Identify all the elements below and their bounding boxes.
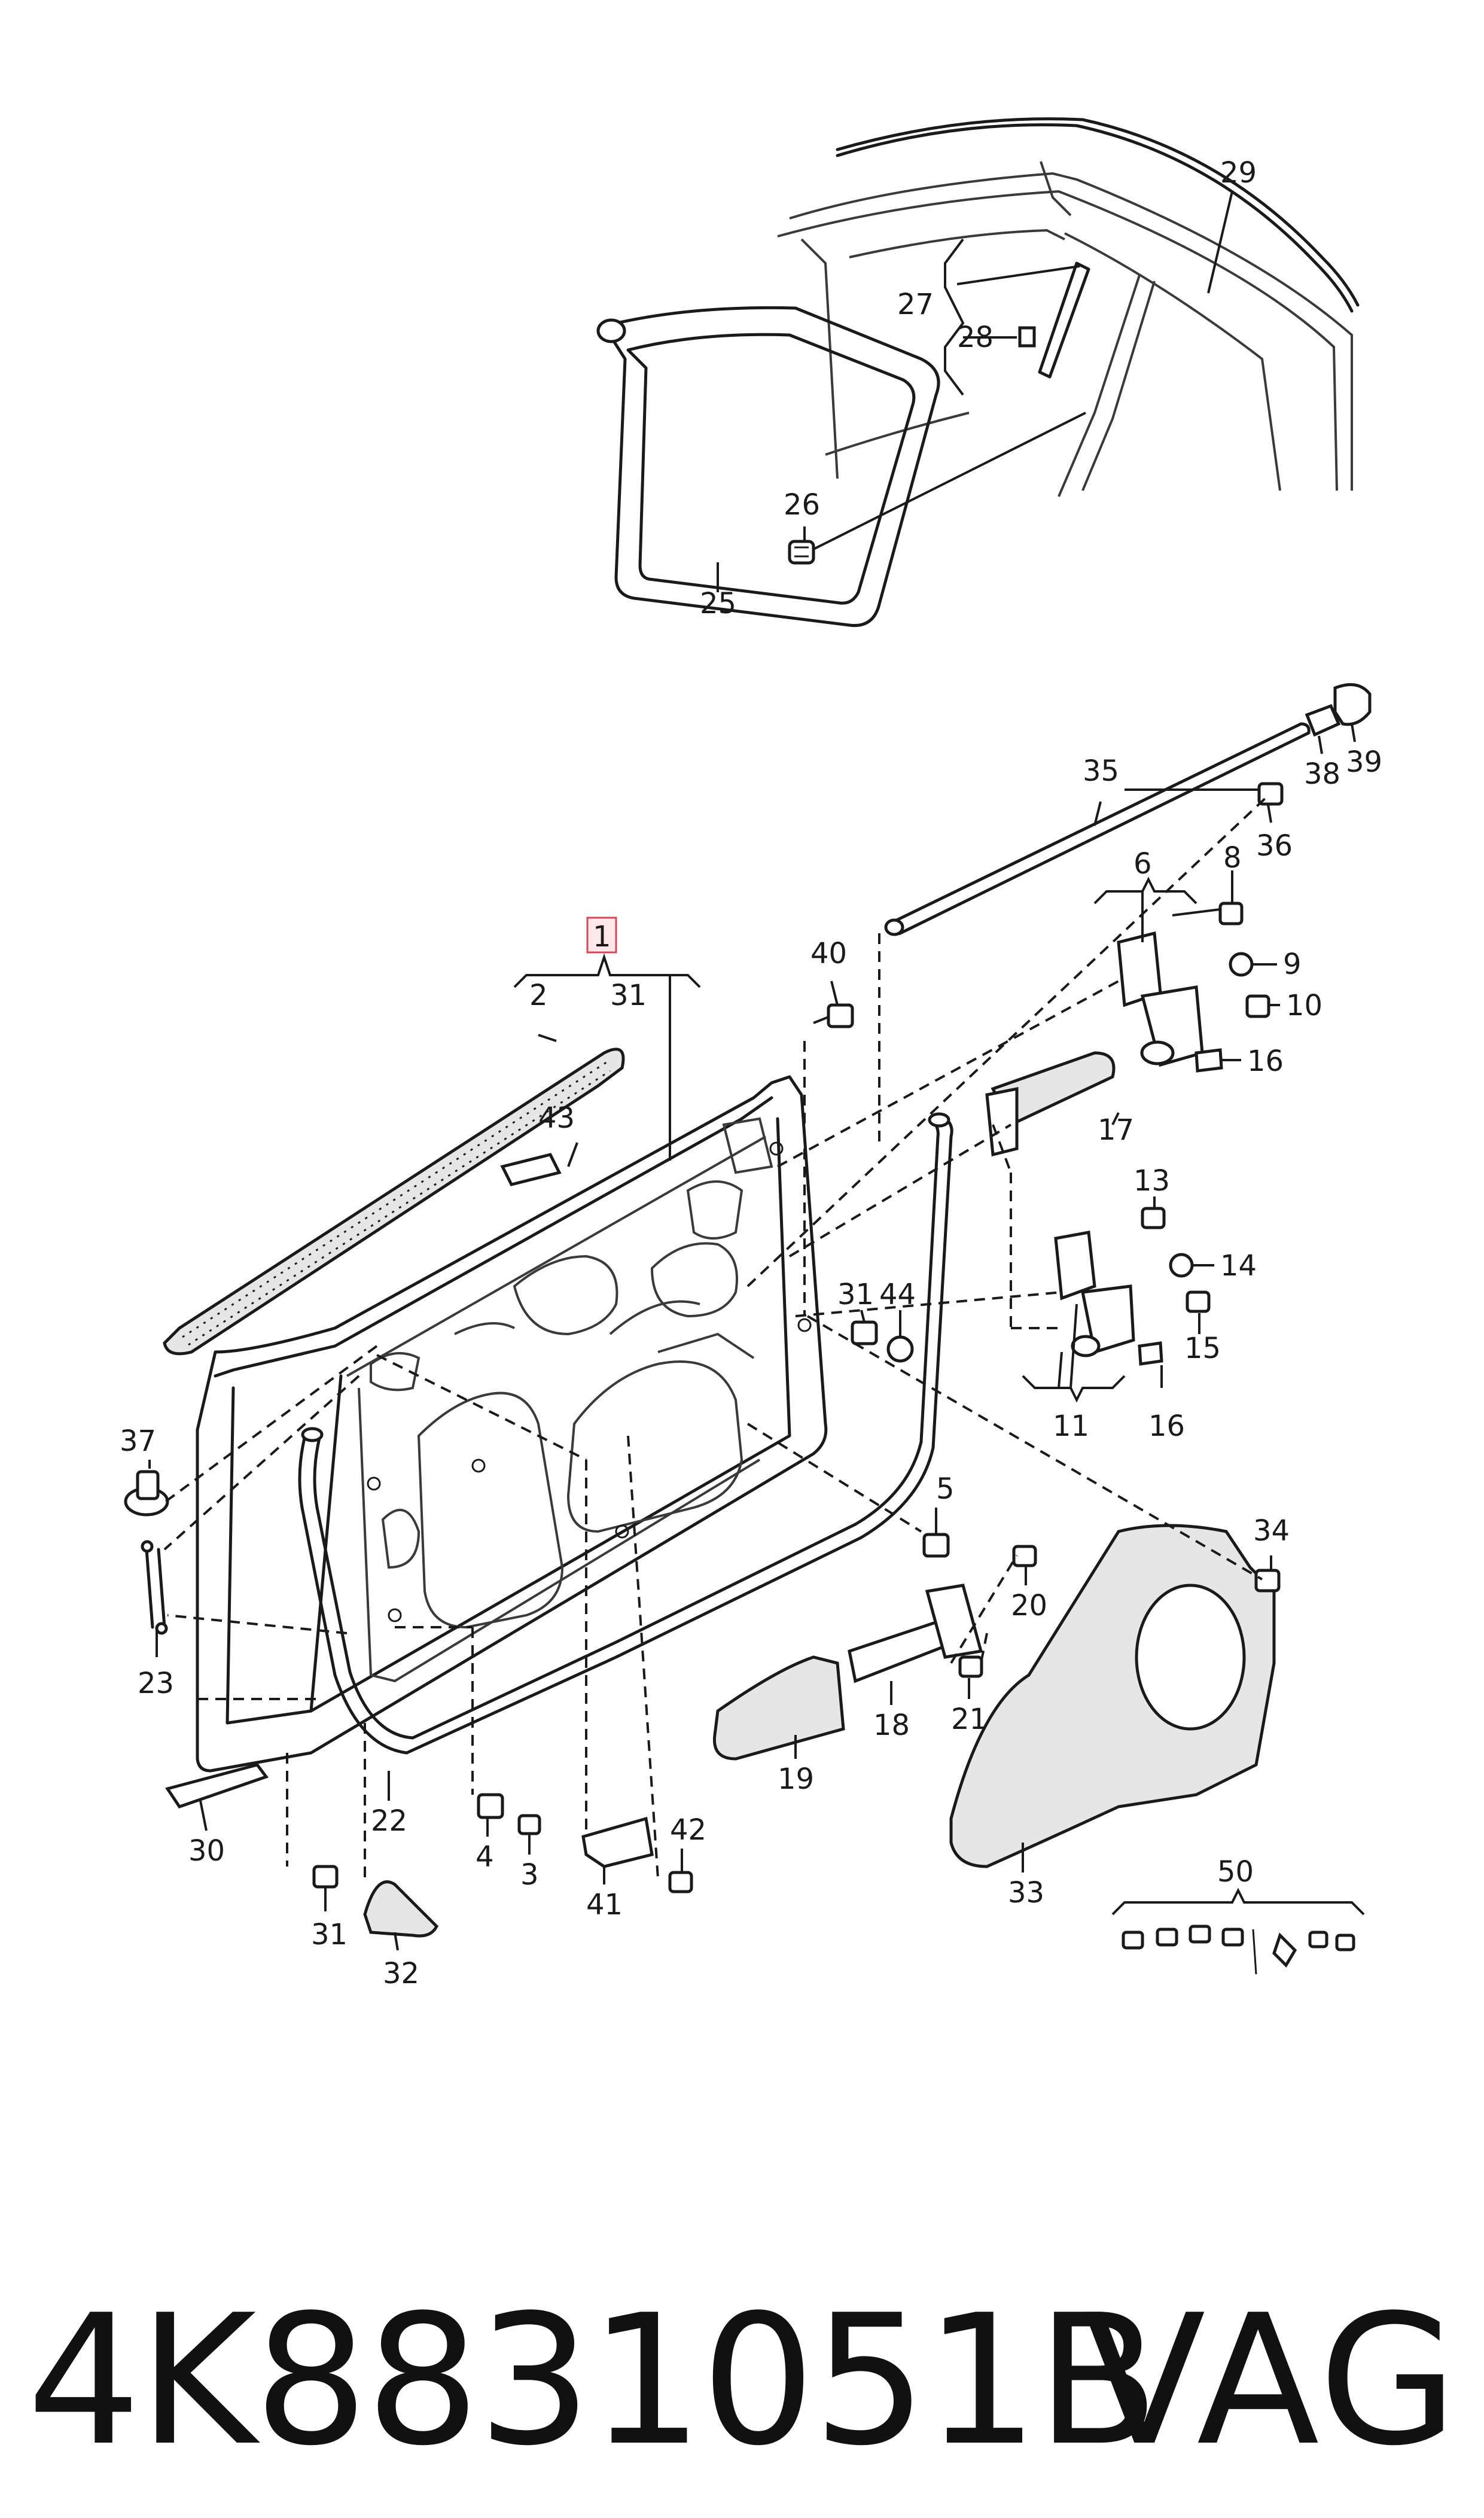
callout-21: 21 [951, 1703, 988, 1736]
brand-label: VAG [1083, 2276, 1460, 2485]
callout-22: 22 [371, 1804, 407, 1838]
end-cap-38 [1305, 704, 1341, 737]
lock-cover-19 [712, 1655, 845, 1761]
callout-10: 10 [1286, 989, 1323, 1022]
window-seal-25 [596, 306, 940, 628]
nut-14 [1169, 1253, 1194, 1278]
window-guide-35 [884, 722, 1311, 936]
callout-41: 41 [586, 1888, 623, 1922]
callout-31c: 31 [311, 1918, 348, 1951]
bolt-3 [517, 1814, 541, 1835]
callout-23: 23 [138, 1667, 174, 1700]
callout-3: 3 [520, 1858, 539, 1892]
stopper-37 [124, 1470, 169, 1517]
callout-36: 36 [1256, 829, 1293, 863]
callout-34: 34 [1253, 1514, 1290, 1548]
callout-16b: 16 [1148, 1409, 1185, 1443]
callout-18: 18 [873, 1709, 910, 1742]
bolt-26 [788, 540, 815, 565]
callout-20: 20 [1011, 1589, 1047, 1622]
callout-29: 29 [1220, 156, 1257, 190]
callout-43: 43 [538, 1101, 575, 1135]
seal-piece-30 [164, 1763, 269, 1808]
bolt-20 [1012, 1545, 1037, 1567]
callout-42: 42 [670, 1813, 706, 1847]
lower-hinge-11 [1054, 1231, 1163, 1366]
bracket-41 [581, 1816, 654, 1868]
callout-15: 15 [1184, 1332, 1221, 1365]
bolt-34 [1254, 1569, 1281, 1593]
bolt-42 [668, 1871, 693, 1893]
callout-31a: 31 [610, 979, 647, 1012]
bolt-40 [827, 1003, 854, 1028]
callout-33: 33 [1008, 1876, 1044, 1910]
callout-31b: 31 [837, 1278, 874, 1311]
nut-44 [886, 1335, 914, 1363]
callout-38: 38 [1304, 757, 1340, 791]
callout-28: 28 [957, 321, 994, 354]
bolt-15 [1186, 1290, 1211, 1313]
callout-6: 6 [1133, 847, 1152, 881]
end-cap-39 [1333, 683, 1372, 726]
parts-exploded-diagram: 29 27 28 26 25 39 38 35 36 8 6 9 10 16 1… [120, 117, 1382, 1990]
bolt-8 [1218, 902, 1244, 925]
callout-37: 37 [120, 1424, 156, 1458]
callout-25: 25 [700, 587, 736, 620]
callout-50: 50 [1217, 1855, 1254, 1889]
rod-23 [141, 1540, 168, 1635]
callout-32: 32 [383, 1957, 419, 1990]
callout-14: 14 [1220, 1249, 1257, 1283]
door-check-strap-17 [985, 1051, 1116, 1157]
callout-35: 35 [1083, 754, 1119, 788]
bolt-5 [922, 1533, 950, 1558]
callout-1: 1 [593, 920, 611, 954]
callout-17: 17 [1098, 1113, 1134, 1147]
callout-26: 26 [784, 488, 820, 522]
callout-30: 30 [188, 1834, 225, 1868]
bolt-31-upper [851, 1320, 878, 1345]
trim-32 [363, 1880, 439, 1938]
callout-13: 13 [1133, 1164, 1170, 1198]
callout-27: 27 [897, 288, 934, 321]
stud-4 [477, 1793, 504, 1819]
car-body-frame [777, 161, 1353, 497]
upper-hinge-6 [1117, 931, 1223, 1073]
water-shield-33 [949, 1524, 1276, 1868]
callout-19: 19 [778, 1762, 814, 1796]
door-seal-22 [298, 1112, 953, 1755]
callout-40: 40 [810, 937, 847, 970]
callout-2: 2 [529, 979, 548, 1012]
sealing-strip-2 [163, 1048, 625, 1356]
callout-8: 8 [1223, 841, 1242, 875]
callout-9: 9 [1283, 948, 1302, 981]
callout-4: 4 [476, 1840, 494, 1874]
callout-44: 44 [879, 1278, 916, 1311]
bolt-31-lower [312, 1865, 339, 1889]
bolt-13 [1141, 1207, 1166, 1229]
callout-39: 39 [1346, 745, 1382, 779]
trim-clip-27 [1018, 261, 1090, 379]
bolt-10 [1245, 994, 1270, 1018]
door-shell [196, 1075, 828, 1773]
clip-43 [500, 1153, 562, 1186]
fastener-set-50 [1122, 1925, 1355, 1975]
part-number: 4K8831051B [27, 2276, 1159, 2485]
callout-5: 5 [936, 1472, 955, 1506]
callout-1-highlight [586, 917, 617, 954]
callout-16a: 16 [1247, 1045, 1284, 1078]
bolt-21 [958, 1655, 983, 1678]
check-bracket-18 [848, 1584, 983, 1683]
caption-bar: 4K8831051B VAG [0, 2273, 1484, 2489]
callout-11: 11 [1053, 1409, 1089, 1443]
nut-9 [1229, 952, 1254, 977]
roof-trim-strip-29 [836, 117, 1360, 313]
